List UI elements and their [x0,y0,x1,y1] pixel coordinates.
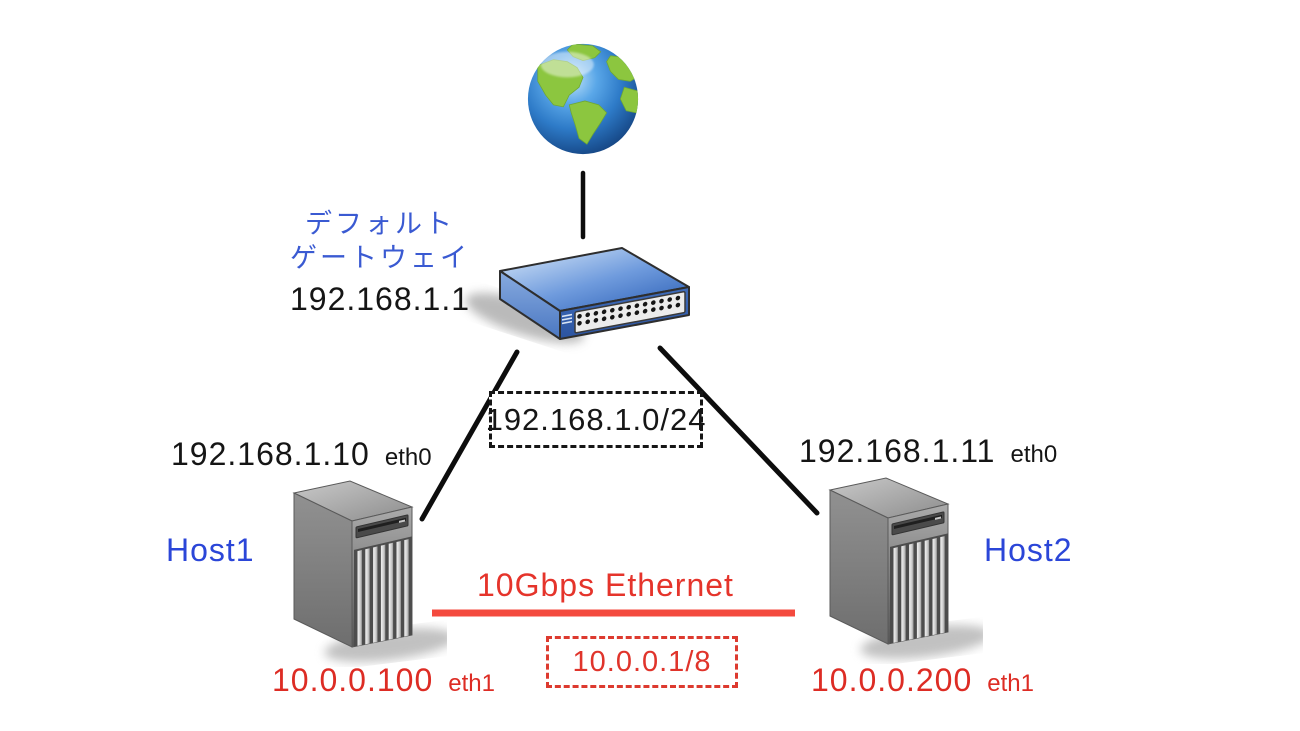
network-switch-icon [465,247,690,344]
host1-eth0-iface: eth0 [384,444,432,471]
lan-subnet-box: 192.168.1.0/24 [486,391,705,448]
gateway-ip: 192.168.1.1 [289,281,471,317]
host1-eth0-ip: 192.168.1.10 [171,436,370,472]
host1-eth1-ip: 10.0.0.100 [272,662,434,698]
storage-subnet-box: 10.0.0.1/8 [546,636,738,688]
host1-eth0-label: 192.168.1.10 eth0 [171,436,432,473]
host2-eth0-iface: eth0 [1010,441,1058,468]
gateway-label: デフォルト ゲートウェイ [255,207,505,275]
host2-eth0-label: 192.168.1.11 eth0 [799,433,1057,470]
host2-eth0-ip: 192.168.1.11 [799,433,996,469]
globe-icon [527,43,639,155]
host1-eth1-iface: eth1 [448,670,495,697]
server-icon [292,480,447,662]
switch-ports [577,295,681,326]
host1-eth1-label: 10.0.0.100 eth1 [272,662,495,699]
host2-eth1-ip: 10.0.0.200 [811,662,973,698]
host2-eth1-label: 10.0.0.200 eth1 [811,662,1034,699]
server-vents [893,536,945,644]
interconnect-label: 10Gbps Ethernet [477,567,734,603]
host1-name: Host1 [166,532,255,568]
server-icon [828,477,983,659]
gateway-label-line2: ゲートウェイ [290,243,470,273]
host2-eth1-iface: eth1 [987,670,1034,697]
host2-name: Host2 [984,532,1073,568]
server-vents [357,539,409,647]
gateway-label-line1: デフォルト [305,209,455,239]
storage-subnet-cidr: 10.0.0.1/8 [572,645,712,678]
lan-subnet-cidr: 192.168.1.0/24 [485,401,707,437]
